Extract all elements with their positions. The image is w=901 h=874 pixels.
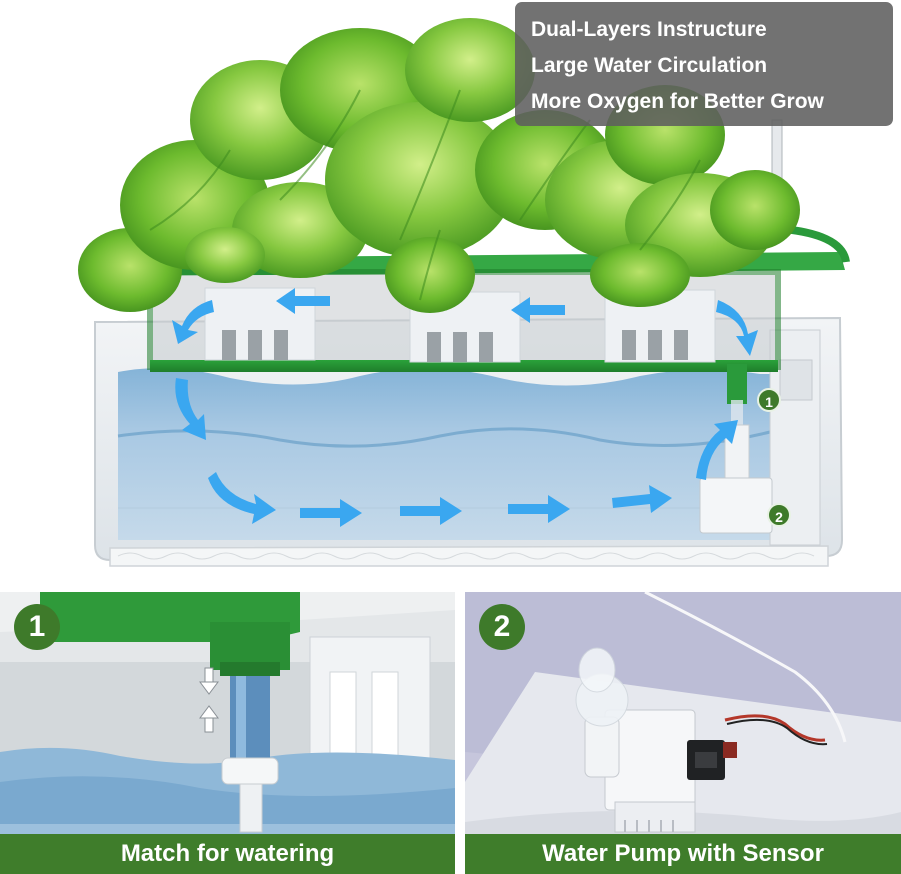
flow-arrows [172, 288, 758, 527]
panel-2-caption: Water Pump with Sensor [465, 834, 901, 874]
flow-arrow-icon [716, 300, 758, 356]
panel-2-badge: 2 [479, 604, 525, 650]
hero-drawing [78, 18, 850, 567]
detail-panel-watering: 1 Match for watering [0, 592, 455, 874]
hydroponic-system-illustration: Dual-Layers Instructure Large Water Circ… [78, 2, 893, 567]
flow-arrow-icon [612, 485, 672, 513]
watering-detail-drawing [0, 592, 455, 874]
flow-arrow-icon [508, 495, 570, 523]
flow-arrow-icon [300, 499, 362, 527]
marker-2: 2 [767, 503, 791, 527]
flow-arrow-icon [208, 472, 276, 524]
flow-arrow-icon [696, 420, 738, 480]
feature-line-1: Dual-Layers Instructure [531, 18, 767, 41]
panel-1-caption: Match for watering [0, 834, 455, 874]
feature-overlay: Dual-Layers Instructure Large Water Circ… [515, 2, 893, 126]
detail-panel-pump: 2 Water Pump with Sensor [465, 592, 901, 874]
down-arrow-icon [199, 667, 219, 695]
flow-arrow-icon [400, 497, 462, 525]
pump-detail-drawing [465, 592, 901, 874]
flow-arrow-icon [511, 297, 565, 323]
feature-line-3: More Oxygen for Better Grow [531, 90, 824, 113]
flow-arrow-icon [175, 378, 206, 440]
flow-arrow-icon [172, 300, 214, 344]
panel-1-badge: 1 [14, 604, 60, 650]
marker-1: 1 [757, 388, 781, 412]
up-arrow-icon [199, 705, 219, 733]
feature-line-2: Large Water Circulation [531, 54, 768, 77]
flow-arrow-icon [276, 288, 330, 314]
